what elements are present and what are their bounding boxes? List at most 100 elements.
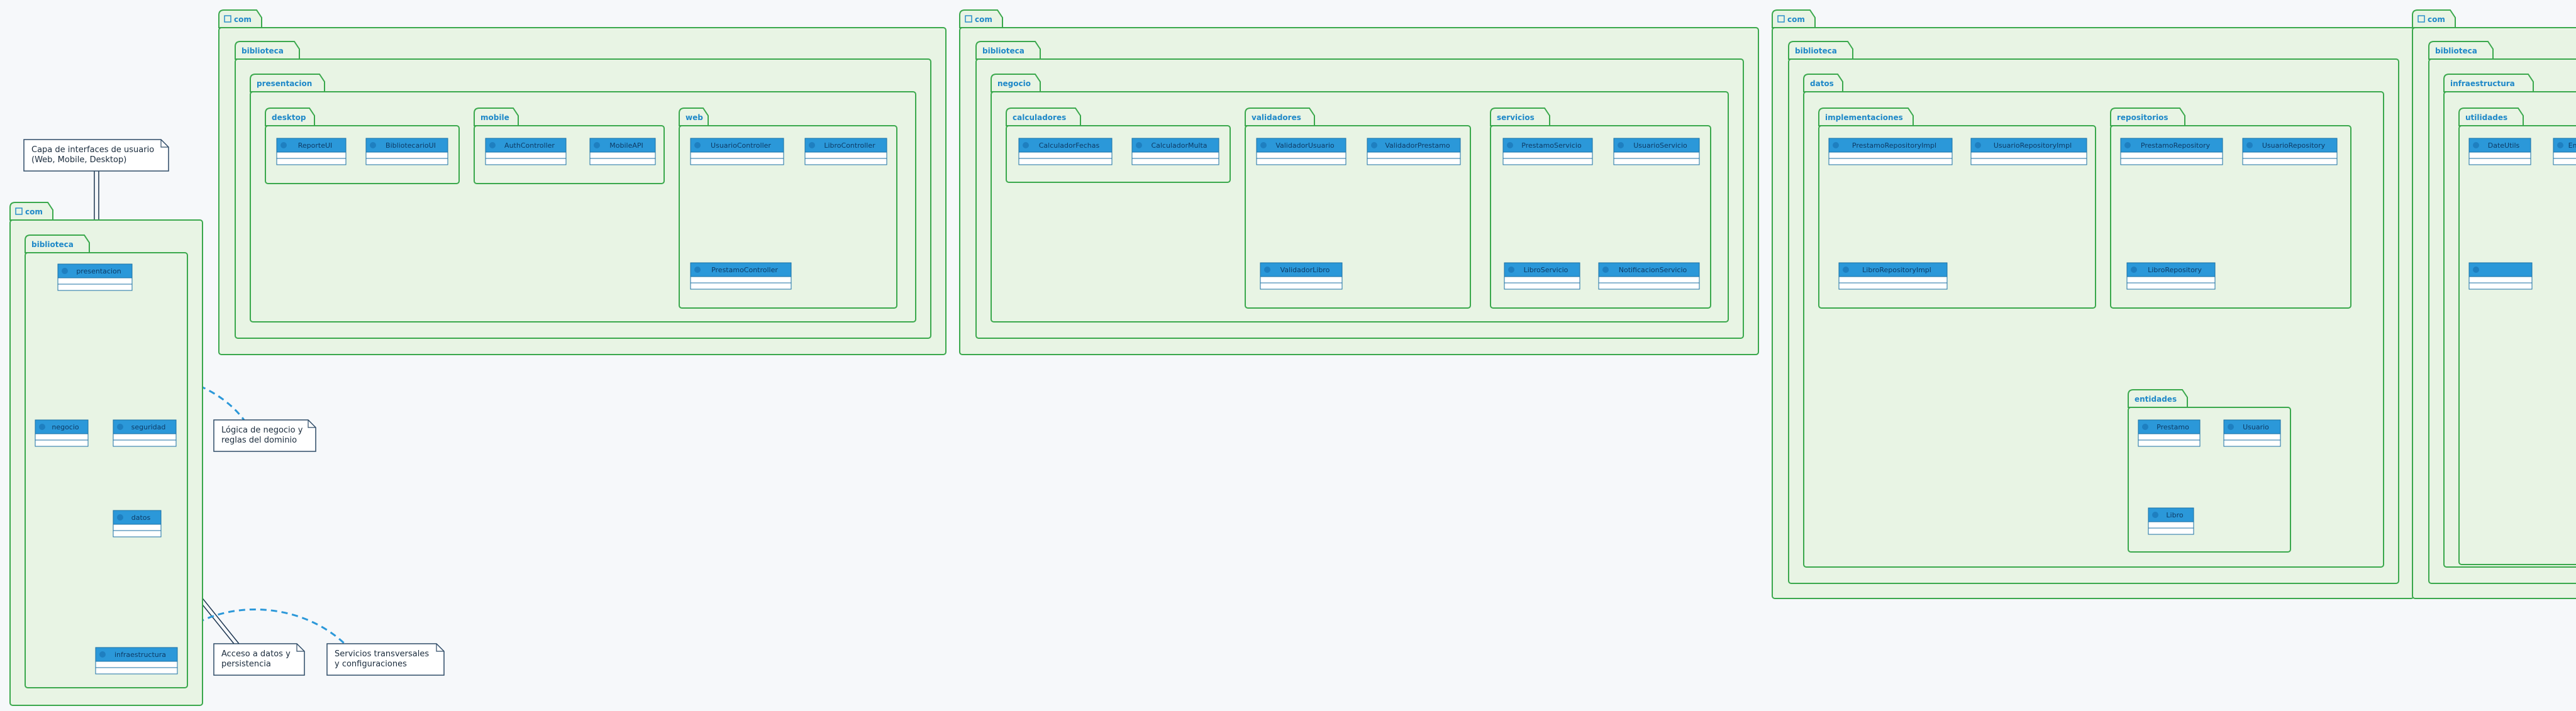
class-librorepository[interactable]: LibroRepository: [2126, 262, 2216, 290]
class-name: LibroController: [824, 141, 875, 150]
package-icon: [224, 15, 231, 23]
package-icon: [2418, 15, 2425, 23]
class-name: EmailUtils: [2568, 141, 2576, 150]
class-infraestructura[interactable]: infraestructura: [95, 647, 178, 675]
class-prestamorepositoryimpl[interactable]: PrestamoRepositoryImpl: [1828, 138, 1953, 165]
class-mobileapi[interactable]: MobileAPI: [589, 138, 656, 165]
package-label: com: [234, 15, 252, 24]
class-stereotype-icon: [1371, 142, 1377, 148]
class-authcontroller[interactable]: AuthController: [485, 138, 567, 165]
package-tab: [679, 107, 709, 126]
package-label: com: [975, 15, 992, 24]
package-label: com: [1787, 15, 1805, 24]
package-label: repositorios: [2117, 113, 2168, 122]
note-text-line: y configuraciones: [335, 659, 407, 669]
package-tab: [2412, 9, 2456, 28]
package-label: mobile: [480, 113, 509, 122]
class-stereotype-icon: [2152, 512, 2158, 518]
class-usuario[interactable]: Usuario: [2223, 419, 2281, 447]
class-stereotype-icon: [1602, 267, 1609, 273]
note-fold: [308, 420, 316, 428]
class-calculadormulta[interactable]: CalculadorMulta: [1131, 138, 1219, 165]
package-label: infraestructura: [2450, 79, 2515, 88]
class-stereotype-icon: [489, 142, 496, 148]
class-calculadorfechas[interactable]: CalculadorFechas: [1018, 138, 1113, 165]
package-label: servicios: [1497, 113, 1535, 122]
package-tab: [218, 9, 262, 28]
packages-layer: combibliotecacombibliotecapresentacionde…: [9, 9, 2576, 706]
class-librorepositoryimpl[interactable]: LibroRepositoryImpl: [1838, 262, 1948, 290]
class-validadorprestamo[interactable]: ValidadorPrestamo: [1367, 138, 1461, 165]
class-prestamocontroller[interactable]: PrestamoController: [690, 262, 792, 290]
note-text-line: reglas del dominio: [221, 436, 297, 445]
class-undefined[interactable]: [2468, 262, 2533, 290]
class-stereotype-icon: [2124, 142, 2131, 148]
class-name: negocio: [52, 423, 79, 431]
package-tab: [1245, 107, 1315, 126]
class-presentacion[interactable]: presentacion: [57, 263, 133, 291]
package-tab: [2443, 74, 2534, 92]
class-bibliotecarioui[interactable]: BibliotecarioUI: [365, 138, 448, 165]
class-stereotype-icon: [39, 424, 45, 430]
class-usuariorepositoryimpl[interactable]: UsuarioRepositoryImpl: [1970, 138, 2087, 165]
class-usuarioservicio[interactable]: UsuarioServicio: [1613, 138, 1700, 165]
notes-layer: Capa de interfaces de usuario(Web, Mobil…: [23, 139, 445, 676]
package-tab: [1818, 107, 1914, 126]
class-name: LibroRepositoryImpl: [1862, 266, 1931, 274]
class-prestamorepository[interactable]: PrestamoRepository: [2120, 138, 2223, 165]
class-reporteui[interactable]: ReporteUI: [276, 138, 347, 165]
package-utilidades: utilidades: [2458, 107, 2576, 565]
class-stereotype-icon: [280, 142, 287, 148]
class-name: datos: [131, 514, 151, 522]
note-text-line: persistencia: [221, 659, 271, 669]
class-name: seguridad: [131, 423, 166, 431]
package-tab: [2128, 389, 2188, 408]
class-name: ValidadorLibro: [1280, 266, 1330, 274]
class-usuariocontroller[interactable]: UsuarioController: [690, 138, 784, 165]
class-datos[interactable]: datos: [113, 510, 162, 537]
class-stereotype-icon: [370, 142, 376, 148]
class-prestamo[interactable]: Prestamo: [2138, 419, 2201, 447]
class-emailutils[interactable]: EmailUtils: [2553, 138, 2576, 165]
class-prestamoservicio[interactable]: PrestamoServicio: [1502, 138, 1593, 165]
class-name: ReporteUI: [298, 141, 333, 150]
class-stereotype-icon: [809, 142, 815, 148]
class-name: LibroRepository: [2148, 266, 2202, 274]
class-name: ValidadorPrestamo: [1385, 141, 1450, 150]
class-usuariorepository[interactable]: UsuarioRepository: [2242, 138, 2338, 165]
class-stereotype-icon: [99, 651, 106, 658]
note-text-line: Lógica de negocio y: [221, 426, 303, 435]
class-stereotype-icon: [2473, 142, 2479, 148]
package-label: com: [25, 207, 43, 216]
class-stereotype-icon: [117, 514, 123, 521]
class-libroservicio[interactable]: LibroServicio: [1504, 262, 1580, 290]
class-name: PrestamoServicio: [1521, 141, 1582, 150]
class-stereotype-icon: [62, 268, 68, 274]
class-validadorlibro[interactable]: ValidadorLibro: [1260, 262, 1343, 290]
note-text-line: Acceso a datos y: [221, 649, 291, 659]
package-label: calculadores: [1013, 113, 1066, 122]
class-seguridad[interactable]: seguridad: [113, 419, 177, 447]
class-stereotype-icon: [2473, 267, 2479, 273]
class-name: PrestamoRepositoryImpl: [1852, 141, 1936, 150]
class-notificacionservicio[interactable]: NotificacionServicio: [1598, 262, 1700, 290]
package-label: implementaciones: [1825, 113, 1903, 122]
class-name: CalculadorFechas: [1039, 141, 1100, 150]
class-validadorusuario[interactable]: ValidadorUsuario: [1256, 138, 1346, 165]
class-stereotype-icon: [1833, 142, 1839, 148]
note-body: [213, 643, 305, 676]
class-libro[interactable]: Libro: [2148, 507, 2194, 535]
class-stereotype-icon: [1508, 267, 1514, 273]
package-tab: [991, 74, 1041, 92]
package-tab: [1803, 74, 1843, 92]
class-header: [2553, 138, 2576, 153]
class-librocontroller[interactable]: LibroController: [804, 138, 887, 165]
class-name: presentacion: [76, 267, 121, 275]
note-text-line: (Web, Mobile, Desktop): [31, 155, 126, 165]
class-negocio[interactable]: negocio: [35, 419, 89, 447]
class-dateutils[interactable]: DateUtils: [2468, 138, 2531, 165]
package-label: negocio: [997, 79, 1031, 88]
